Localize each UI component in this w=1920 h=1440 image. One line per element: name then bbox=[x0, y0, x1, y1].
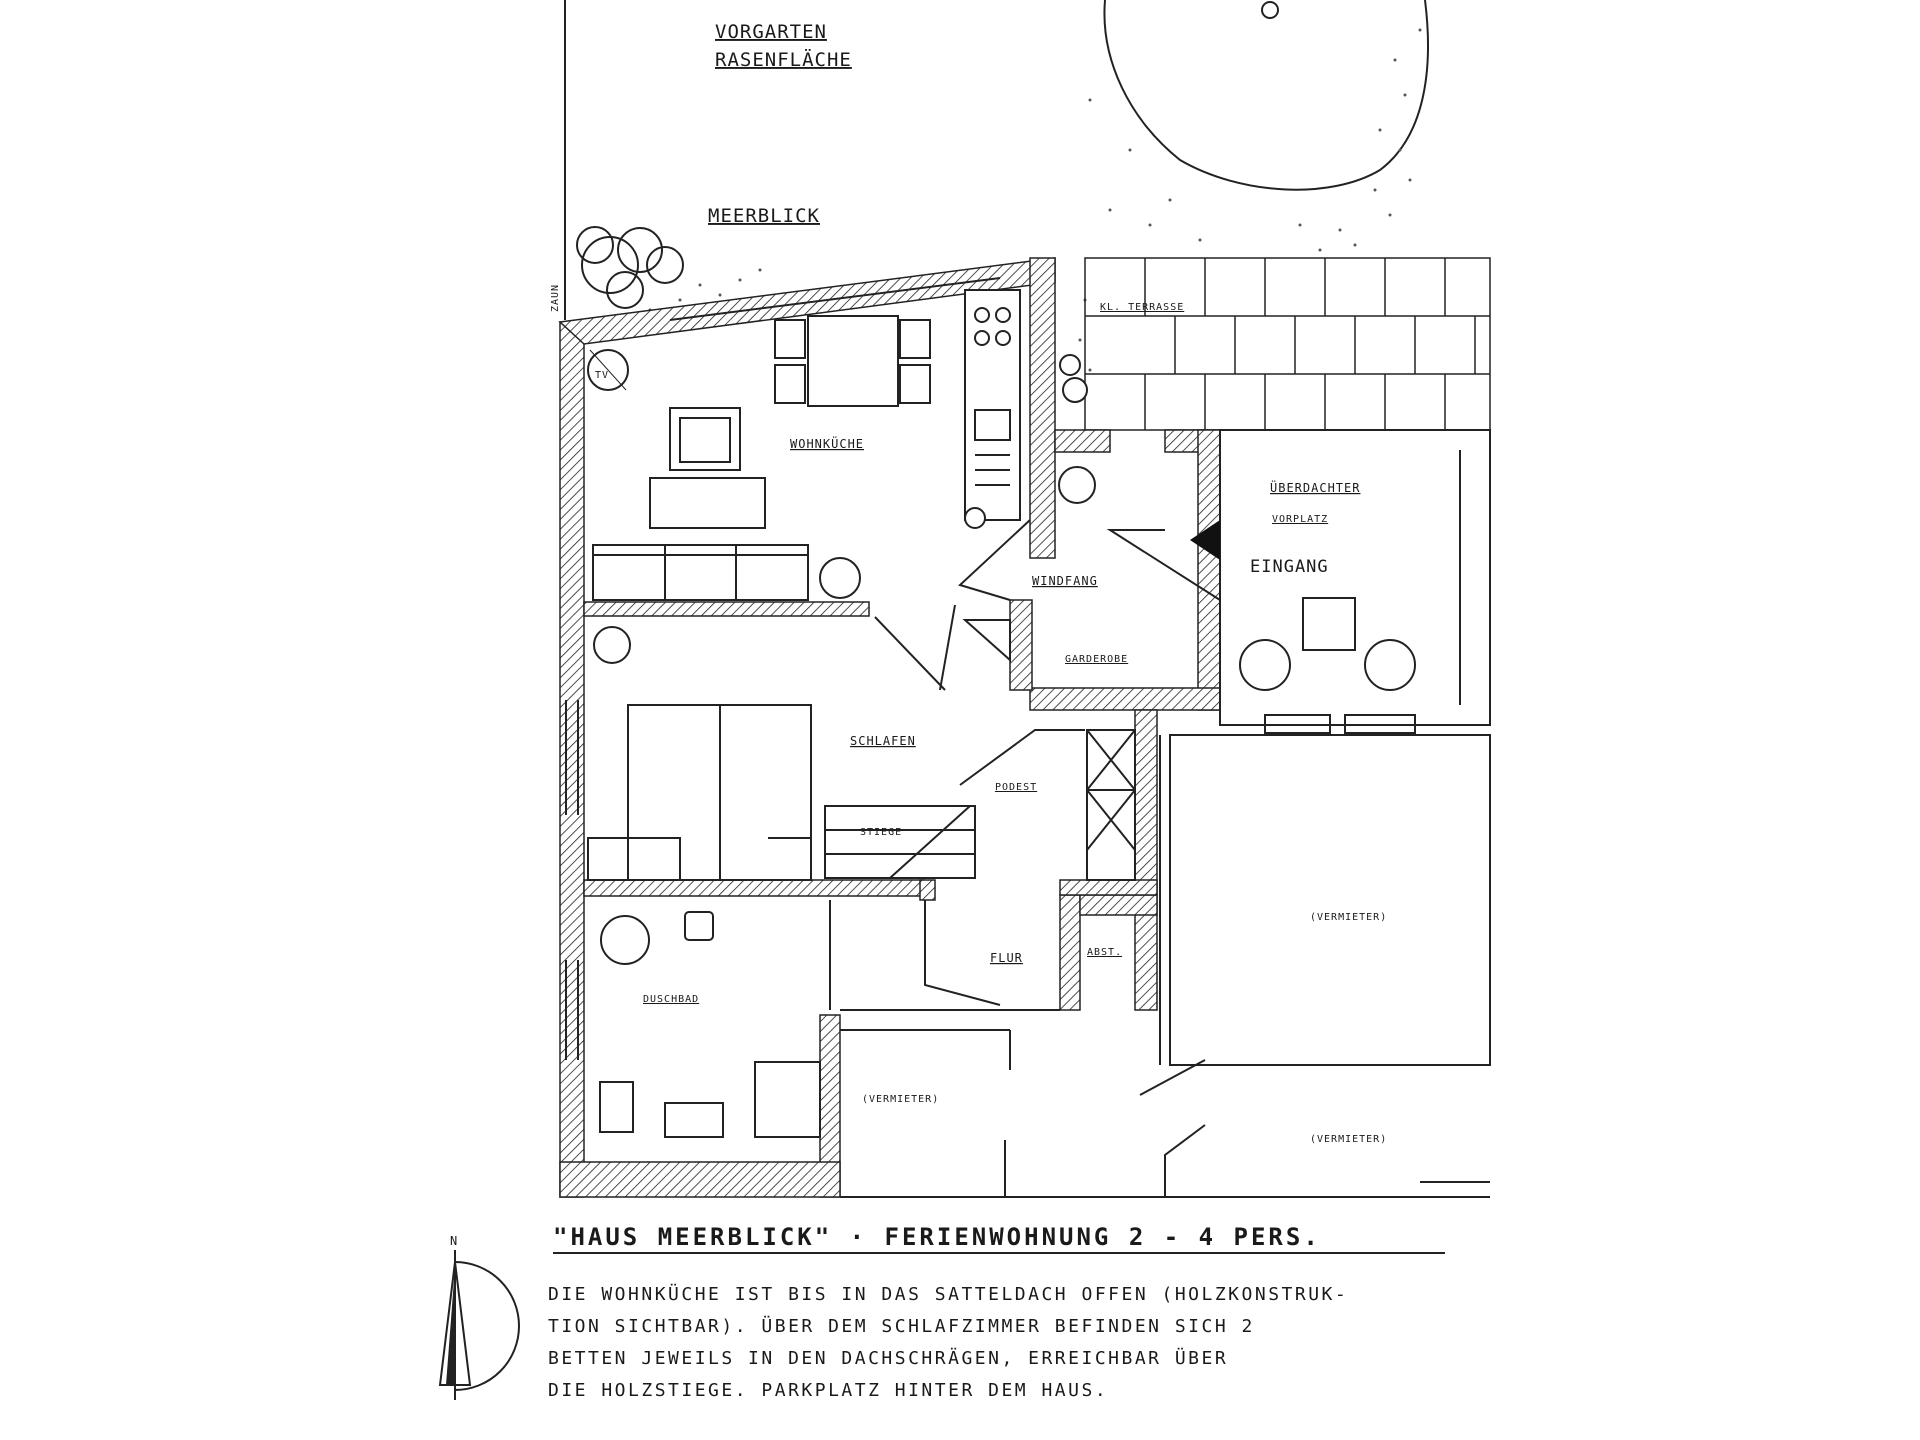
tv-label: TV bbox=[595, 370, 609, 381]
windfang-label: Windfang bbox=[1032, 574, 1098, 588]
garderobe-label: Garderobe bbox=[1065, 654, 1128, 665]
podest-label: Podest bbox=[995, 782, 1037, 793]
toilet bbox=[599, 1081, 634, 1133]
plant-icon bbox=[593, 626, 631, 664]
terrasse-label: Kl. Terrasse bbox=[1100, 302, 1184, 313]
vermieter-label-right: (Vermieter) bbox=[1310, 912, 1387, 923]
duschbad-label: Duschbad bbox=[643, 994, 699, 1005]
entrance-arrow-icon bbox=[1190, 520, 1220, 560]
terrace-paving bbox=[1084, 257, 1491, 431]
vorplatz-label: Vorplatz bbox=[1272, 514, 1328, 525]
description-line-1: Die Wohnküche ist bis in das Satteldach … bbox=[548, 1283, 1348, 1305]
vermieter-label-bottom-left: (Vermieter) bbox=[862, 1094, 939, 1105]
flur-label: Flur bbox=[990, 951, 1023, 965]
shower-tray bbox=[754, 1061, 821, 1138]
walls bbox=[558, 257, 1221, 1198]
stiege-label: Stiege bbox=[860, 827, 902, 838]
wohnkueche-label: Wohnküche bbox=[790, 435, 864, 451]
vermieter-label-bottom-right: (Vermieter) bbox=[1310, 1134, 1387, 1145]
plant-icon bbox=[1059, 354, 1081, 376]
structure-lines bbox=[565, 277, 1491, 1198]
sofa bbox=[592, 544, 809, 601]
meerblick-label: Meerblick bbox=[708, 205, 820, 227]
vorgarten-label: Vorgarten bbox=[715, 21, 827, 43]
compass-north-label: N bbox=[450, 1234, 458, 1248]
eingang-label: Eingang bbox=[1250, 557, 1329, 577]
ueberdachter-label: Überdachter bbox=[1270, 479, 1360, 495]
schlafen-label: Schlafen bbox=[850, 734, 916, 748]
wash-basin bbox=[600, 915, 650, 965]
garden-area bbox=[564, 0, 1429, 372]
rasenflaeche-label: Rasenfläche bbox=[715, 48, 852, 71]
plan-title: "Haus Meerblick" · Ferienwohnung 2 - 4 P… bbox=[553, 1223, 1321, 1251]
description-line-3: Betten jeweils in den Dachschrägen, erre… bbox=[548, 1347, 1228, 1369]
zaun-label: Zaun bbox=[550, 284, 561, 312]
furniture bbox=[587, 289, 1416, 1138]
plant-icon bbox=[1062, 377, 1088, 403]
dining-table bbox=[807, 315, 899, 407]
large-tree-icon bbox=[1103, 0, 1429, 191]
shrub-icon bbox=[576, 226, 684, 309]
plant-icon bbox=[819, 557, 861, 599]
kitchen-counter bbox=[964, 289, 1021, 521]
abstellraum-label: Abst. bbox=[1087, 947, 1122, 958]
patio-table bbox=[1302, 597, 1356, 651]
stipple-dots bbox=[648, 28, 1422, 372]
description-line-4: die Holzstiege. Parkplatz hinter dem Hau… bbox=[548, 1380, 1108, 1401]
plant-icon bbox=[964, 507, 986, 529]
description-line-2: tion sichtbar). Über dem Schlafzimmer be… bbox=[548, 1315, 1255, 1337]
bathtub bbox=[664, 1102, 724, 1138]
compass-icon bbox=[438, 1250, 520, 1400]
coffee-table bbox=[649, 477, 766, 529]
plant-icon bbox=[1058, 466, 1096, 504]
